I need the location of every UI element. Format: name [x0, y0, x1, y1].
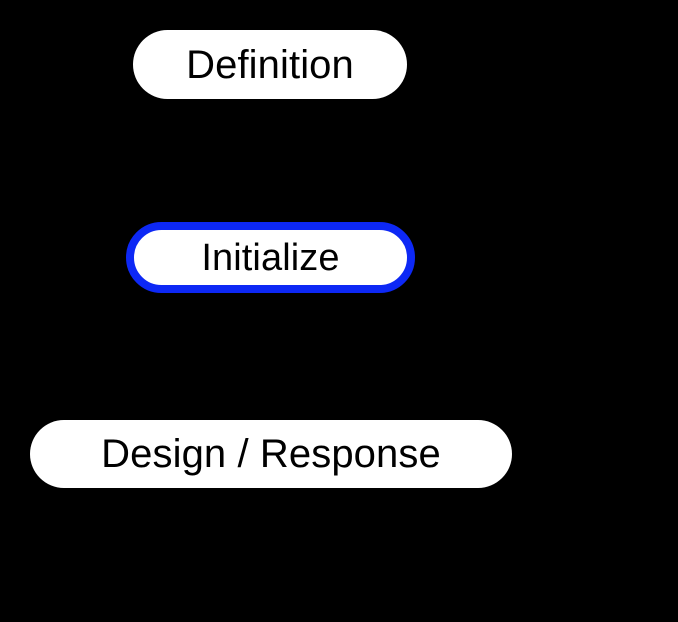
node-definition[interactable]: Definition: [133, 30, 407, 99]
node-definition-label: Definition: [186, 42, 354, 87]
node-initialize[interactable]: Initialize: [126, 222, 415, 293]
node-initialize-label: Initialize: [201, 236, 340, 279]
node-design-response[interactable]: Design / Response: [30, 420, 512, 488]
node-design-response-label: Design / Response: [101, 432, 441, 476]
